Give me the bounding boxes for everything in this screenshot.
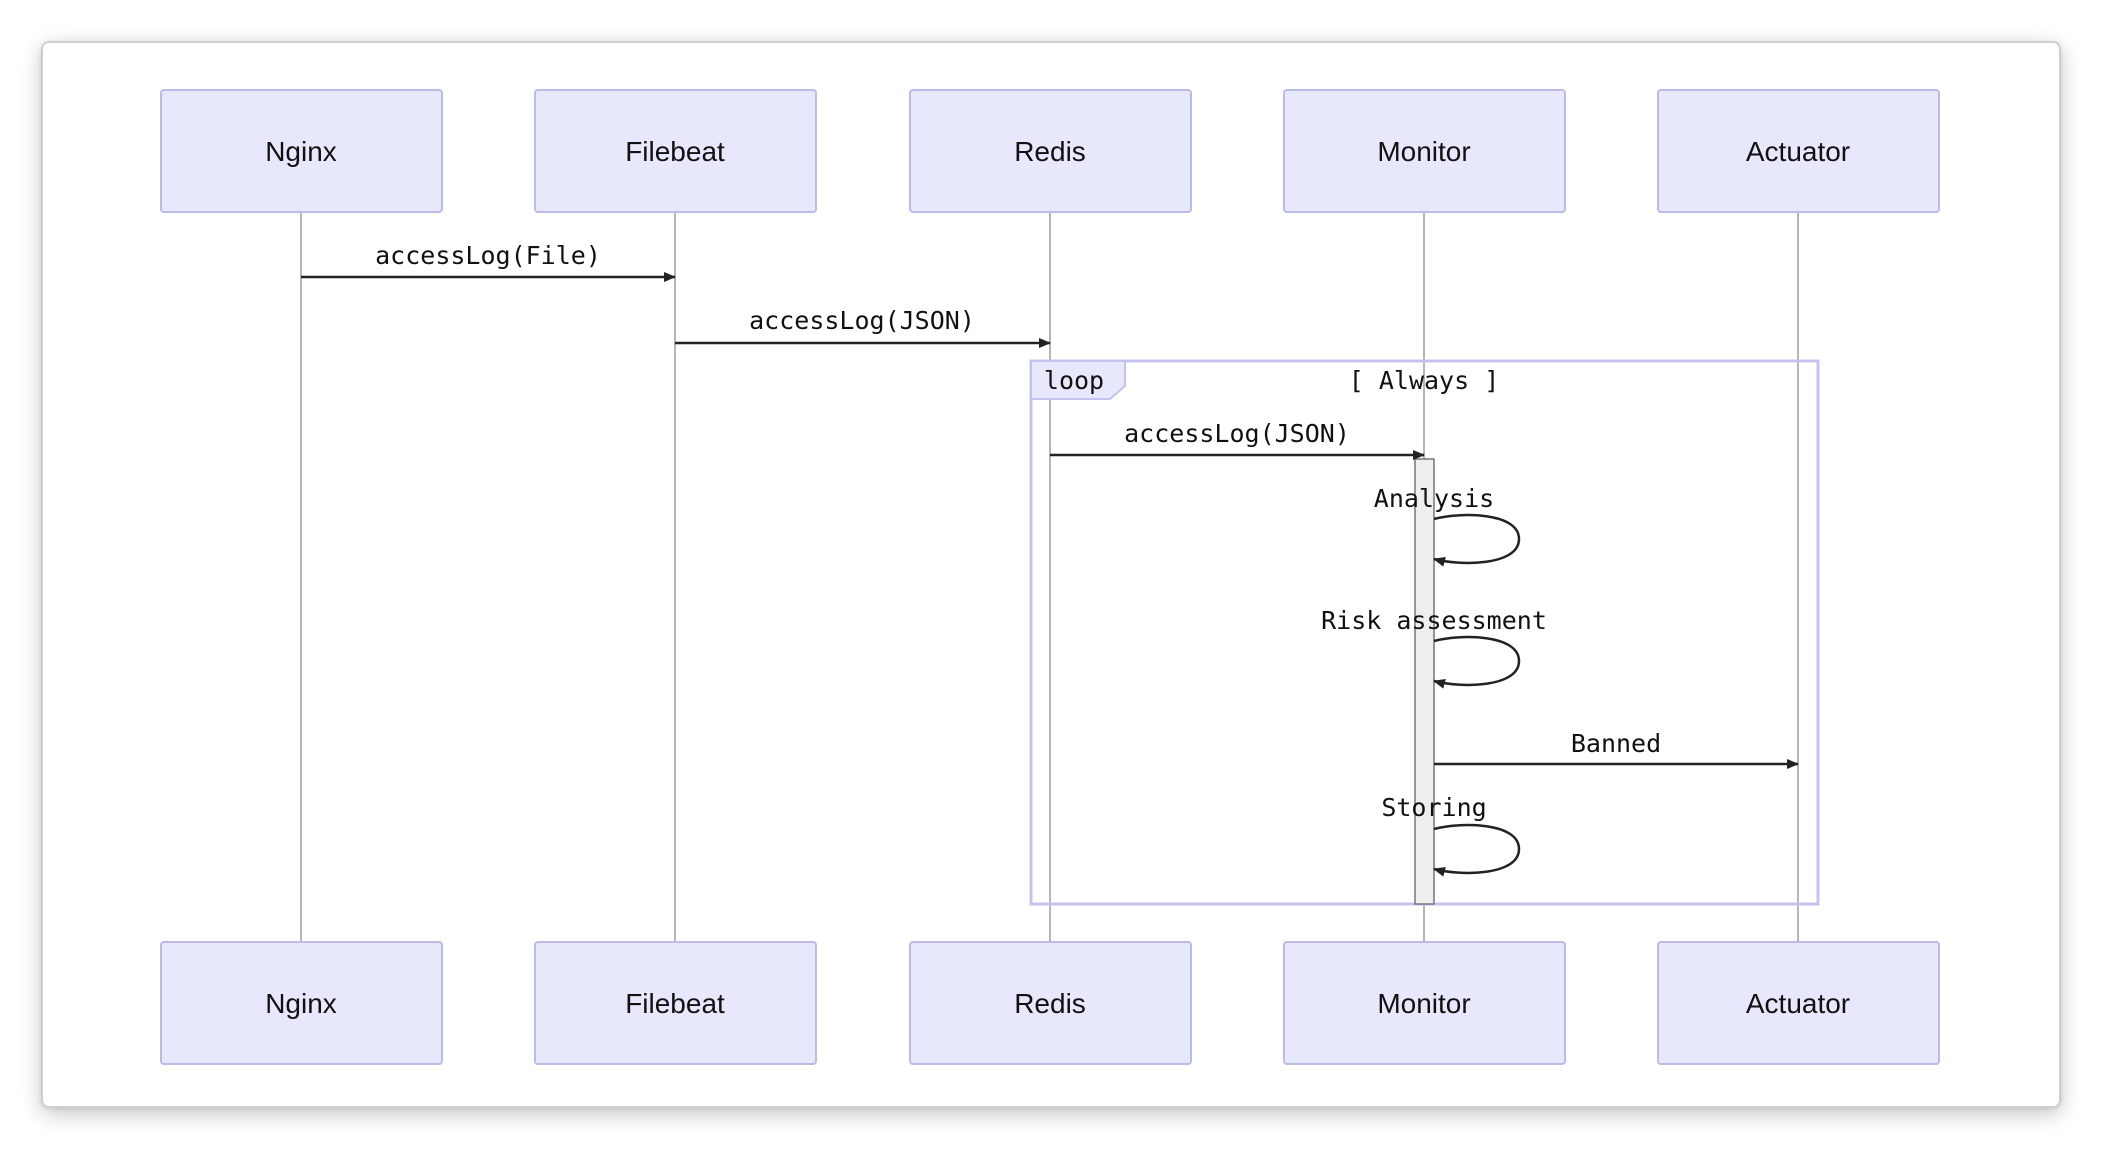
message-accesslog-json-to-redis: accessLog(JSON) [675,306,1051,348]
message-label: accessLog(File) [375,241,601,270]
actor-label: Nginx [265,988,337,1019]
actor-actuator-bottom: Actuator [1657,941,1940,1065]
loop-keyword: loop [1044,366,1104,395]
message-accesslog-file: accessLog(File) [301,241,676,282]
loop-frame: loop [ Always ] [1029,359,1820,906]
actor-label: Actuator [1746,136,1850,167]
message-label: Analysis [1374,484,1494,513]
actor-label: Filebeat [625,988,725,1019]
message-risk-assessment: Risk assessment [1321,606,1547,689]
actor-nginx-bottom: Nginx [160,941,443,1065]
message-label: accessLog(JSON) [1124,419,1350,448]
actor-label: Filebeat [625,136,725,167]
actor-label: Nginx [265,136,337,167]
message-label: accessLog(JSON) [749,306,975,335]
message-banned: Banned [1434,729,1799,769]
actor-label: Redis [1014,136,1086,167]
actor-label: Monitor [1377,988,1470,1019]
actor-actuator-top: Actuator [1657,89,1940,213]
actor-redis-top: Redis [909,89,1192,213]
actor-monitor-top: Monitor [1283,89,1566,213]
actor-label: Monitor [1377,136,1470,167]
actor-monitor-bottom: Monitor [1283,941,1566,1065]
loop-label-tab [1030,360,1126,400]
actor-label: Redis [1014,988,1086,1019]
actor-nginx-top: Nginx [160,89,443,213]
message-label: Storing [1381,793,1486,822]
message-label: Risk assessment [1321,606,1547,635]
actor-redis-bottom: Redis [909,941,1192,1065]
actor-filebeat-top: Filebeat [534,89,817,213]
message-storing: Storing [1381,793,1521,877]
activation-bar-monitor [1414,458,1435,905]
actor-filebeat-bottom: Filebeat [534,941,817,1065]
message-accesslog-json-to-monitor: accessLog(JSON) [1050,419,1425,460]
message-analysis: Analysis [1374,484,1521,567]
loop-condition: [ Always ] [1349,366,1500,395]
message-label: Banned [1571,729,1661,758]
actor-label: Actuator [1746,988,1850,1019]
diagram-card [41,41,2061,1108]
